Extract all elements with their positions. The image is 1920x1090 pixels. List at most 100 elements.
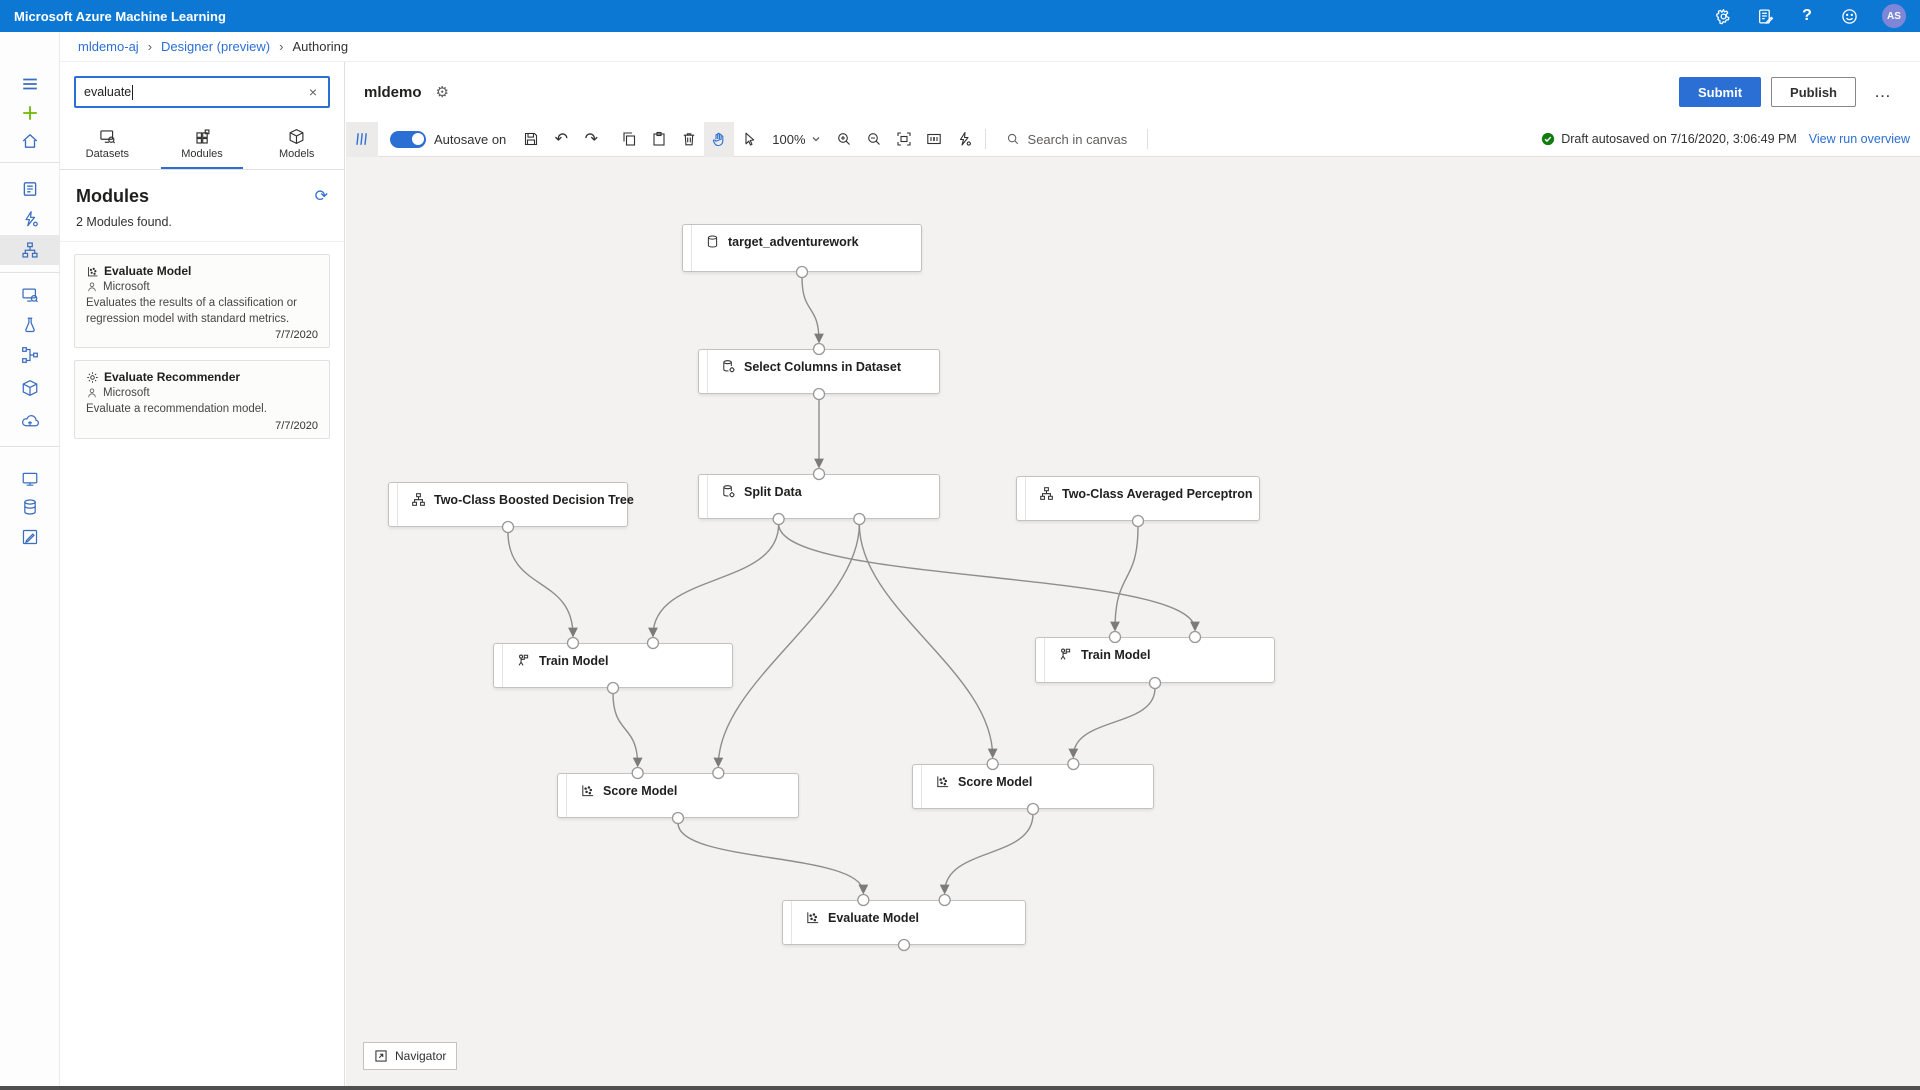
canvas-search-placeholder: Search in canvas — [1027, 131, 1128, 147]
search-input[interactable]: evaluate × — [74, 76, 330, 108]
zoom-out-icon[interactable] — [859, 122, 889, 157]
datasets-icon — [100, 129, 115, 143]
paste-icon[interactable] — [644, 122, 674, 157]
results-title: Modules — [76, 186, 150, 206]
panel-tabs: Datasets Modules Models — [60, 118, 344, 170]
zoom-in-icon[interactable] — [829, 122, 859, 157]
hamburger-menu-icon[interactable] — [0, 69, 60, 99]
module-card-evaluate-model[interactable]: Evaluate Model Microsoft Evaluates the r… — [74, 254, 330, 349]
app-title: Microsoft Azure Machine Learning — [14, 8, 226, 24]
redo-icon[interactable]: ↷ — [584, 131, 598, 148]
sidebar-item-pipelines[interactable] — [0, 340, 60, 370]
breadcrumb-designer[interactable]: Designer (preview) — [161, 39, 271, 54]
undo-icon[interactable]: ↶ — [554, 131, 568, 148]
top-bar: Microsoft Azure Machine Learning ? AS — [0, 0, 1920, 32]
models-icon — [289, 128, 304, 144]
modules-icon — [195, 128, 209, 144]
pipeline-node-score2[interactable]: Score Model — [912, 764, 1154, 809]
home-icon[interactable] — [0, 126, 60, 156]
submit-button[interactable]: Submit — [1678, 77, 1762, 107]
save-icon[interactable] — [516, 122, 546, 157]
module-search-panel: evaluate × Datasets Modules Models Modul… — [60, 62, 345, 1086]
new-plus-icon[interactable] — [0, 98, 60, 128]
copy-icon[interactable] — [614, 122, 644, 157]
sidebar-item-data-labeling[interactable] — [0, 522, 60, 552]
sidebar-item-notebooks[interactable] — [0, 174, 60, 204]
chevron-right-icon: › — [279, 39, 284, 54]
text-caret — [132, 84, 134, 100]
node-label: Two-Class Boosted Decision Tree — [411, 492, 634, 507]
canvas-toolbar: Autosave on ↶ ↷ 100% Search in canvas Dr… — [346, 121, 1920, 157]
module-card-evaluate-recommender[interactable]: Evaluate Recommender Microsoft Evaluate … — [74, 360, 330, 439]
autosave-status-text: Draft autosaved on 7/16/2020, 3:06:49 PM — [1561, 132, 1797, 146]
breadcrumb-current: Authoring — [292, 39, 349, 54]
canvas-search-input[interactable]: Search in canvas — [992, 132, 1142, 147]
tab-label: Modules — [181, 147, 223, 160]
notebook-edit-icon[interactable] — [1756, 7, 1774, 25]
help-icon[interactable]: ? — [1802, 7, 1812, 24]
result-count: 2 Modules found. — [60, 211, 344, 242]
select-cursor-icon[interactable] — [734, 122, 764, 157]
toolbar-separator — [1147, 129, 1149, 149]
module-title: Evaluate Model — [104, 264, 192, 278]
publish-button[interactable]: Publish — [1771, 77, 1856, 107]
actual-size-icon[interactable] — [919, 122, 949, 157]
sidebar-item-datasets[interactable] — [0, 280, 60, 310]
pan-hand-icon[interactable] — [704, 121, 735, 157]
tab-datasets[interactable]: Datasets — [60, 118, 155, 169]
breadcrumb: mldemo-aj › Designer (preview) › Authori… — [60, 32, 1920, 62]
pipeline-node-train2[interactable]: Train Model — [1035, 637, 1275, 683]
pipeline-node-dataset[interactable]: target_adventurework — [682, 224, 922, 272]
module-date: 7/7/2020 — [275, 419, 318, 432]
rail-divider — [0, 162, 60, 163]
sidebar-item-models[interactable] — [0, 373, 60, 403]
person-icon — [88, 282, 96, 292]
sidebar-item-experiments[interactable] — [0, 310, 60, 340]
pipeline-node-split[interactable]: Split Data — [698, 474, 940, 519]
pipeline-settings-gear-icon[interactable]: ⚙ — [435, 84, 449, 101]
sidebar-item-endpoints[interactable] — [0, 406, 60, 436]
pipeline-node-eval[interactable]: Evaluate Model — [782, 900, 1026, 945]
module-date: 7/7/2020 — [275, 329, 318, 342]
rail-divider — [0, 446, 60, 447]
tab-label: Models — [278, 147, 315, 160]
pipeline-node-bdt[interactable]: Two-Class Boosted Decision Tree — [388, 482, 634, 527]
node-label: Two-Class Averaged Perceptron — [1039, 486, 1253, 501]
left-rail — [0, 32, 60, 1090]
zoom-level-dropdown[interactable]: 100% — [764, 132, 828, 147]
avatar[interactable]: AS — [1882, 4, 1906, 28]
module-results-list: Evaluate Model Microsoft Evaluates the r… — [60, 242, 344, 451]
node-label: Train Model — [1058, 647, 1150, 662]
pipeline-node-score1[interactable]: Score Model — [557, 773, 799, 818]
pipeline-edges-layer — [501, 265, 1202, 952]
pipeline-node-train1[interactable]: Train Model — [493, 643, 733, 688]
topbar-actions: ? AS — [1714, 4, 1906, 28]
module-description: Evaluate a recommendation model. — [86, 403, 267, 416]
tab-modules[interactable]: Modules — [155, 118, 250, 169]
module-library-icon[interactable] — [346, 121, 378, 157]
sidebar-item-designer[interactable] — [0, 235, 60, 265]
pipeline-node-select[interactable]: Select Columns in Dataset — [698, 349, 940, 394]
sidebar-item-automated-ml[interactable] — [0, 204, 60, 234]
more-options-icon[interactable]: … — [1874, 82, 1892, 101]
refresh-icon[interactable]: ⟳ — [314, 187, 328, 205]
node-label: Select Columns in Dataset — [721, 359, 901, 374]
search-value: evaluate — [84, 85, 132, 99]
autosave-toggle[interactable] — [390, 130, 426, 148]
tab-models[interactable]: Models — [249, 118, 344, 169]
sidebar-item-datastores[interactable] — [0, 492, 60, 522]
fit-to-screen-icon[interactable] — [889, 122, 919, 157]
breadcrumb-workspace[interactable]: mldemo-aj — [78, 39, 139, 54]
pipeline-node-perceptron[interactable]: Two-Class Averaged Perceptron — [1016, 476, 1260, 521]
scatter-chart-icon — [87, 266, 98, 276]
sidebar-item-compute[interactable] — [0, 464, 60, 494]
settings-icon[interactable] — [1714, 7, 1732, 25]
view-run-overview-link[interactable]: View run overview — [1808, 132, 1910, 146]
navigator-button[interactable]: Navigator — [363, 1042, 458, 1070]
clear-search-icon[interactable]: × — [308, 84, 318, 100]
node-label: Train Model — [516, 653, 608, 668]
delete-icon[interactable] — [674, 122, 704, 157]
trigger-bolt-icon[interactable] — [949, 122, 979, 157]
feedback-smiley-icon[interactable] — [1840, 7, 1858, 25]
